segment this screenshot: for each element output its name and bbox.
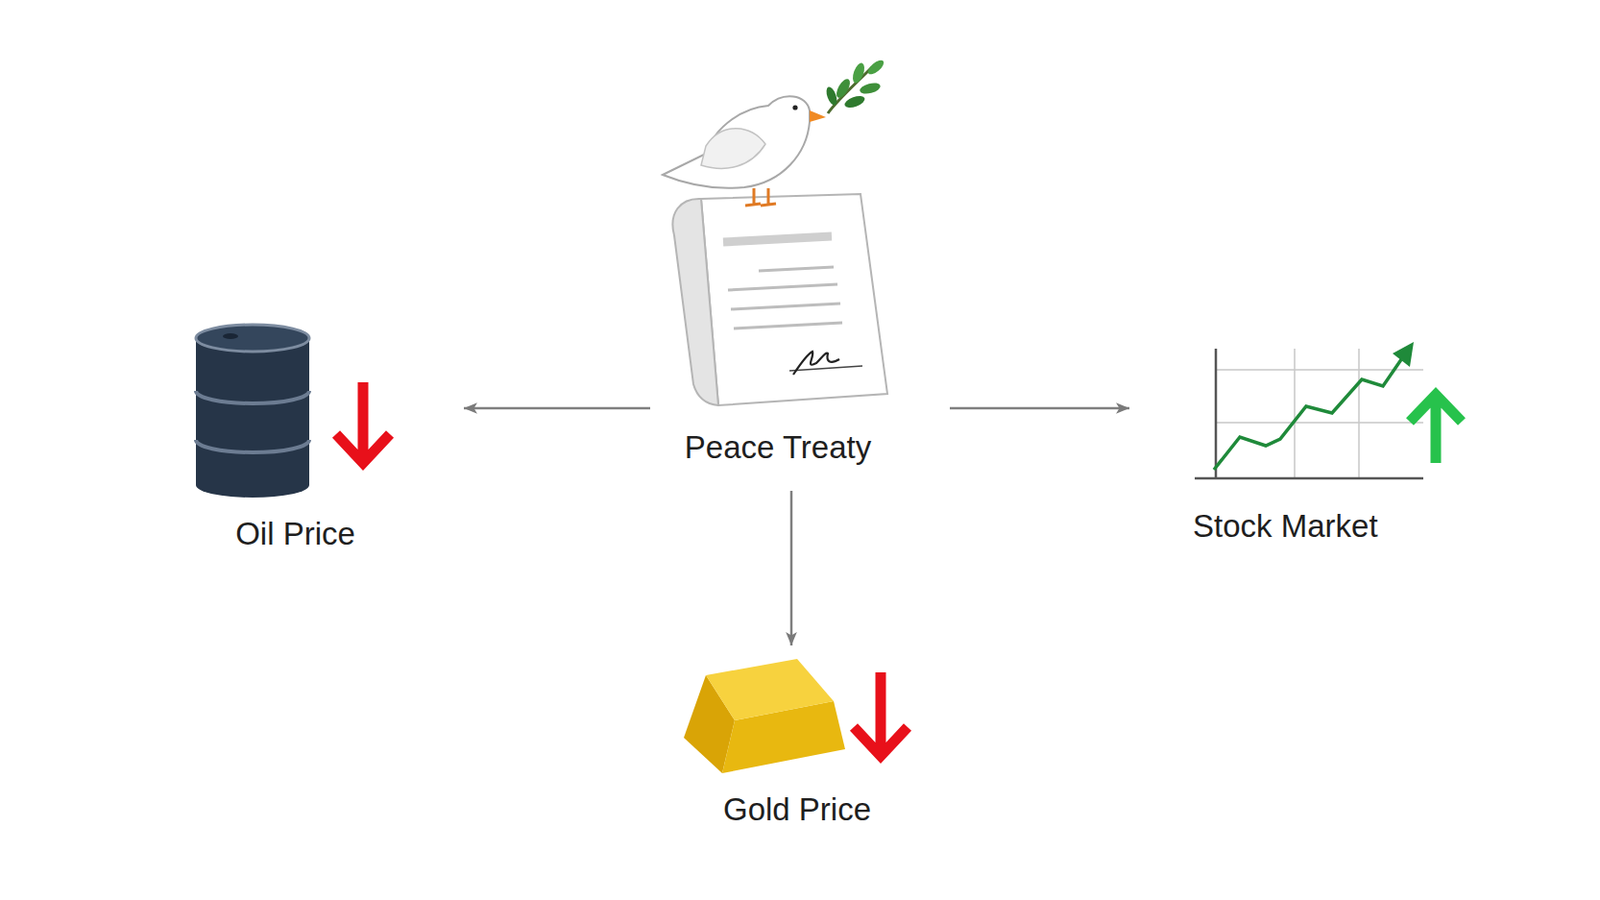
stock-chart — [1194, 341, 1424, 479]
oil-node: Oil Price — [192, 321, 399, 554]
connector-arrow — [463, 407, 651, 411]
node-label: Peace Treaty — [682, 428, 873, 467]
stock-node: Stock Market — [1190, 340, 1470, 546]
dove — [662, 57, 887, 206]
node-label: Oil Price — [233, 514, 358, 554]
node-label: Gold Price — [721, 790, 873, 829]
node-label: Stock Market — [1190, 507, 1381, 546]
treaty-node: Peace Treaty — [662, 62, 894, 467]
connector-arrow — [949, 407, 1130, 411]
gold-bar — [683, 658, 846, 774]
treaty-document — [672, 193, 888, 406]
connector-arrow — [790, 490, 794, 646]
oil-barrel — [195, 324, 310, 498]
down-arrow — [336, 382, 390, 463]
down-arrow — [853, 672, 908, 756]
up-arrow — [1409, 394, 1462, 463]
gold-node: Gold Price — [677, 653, 918, 829]
